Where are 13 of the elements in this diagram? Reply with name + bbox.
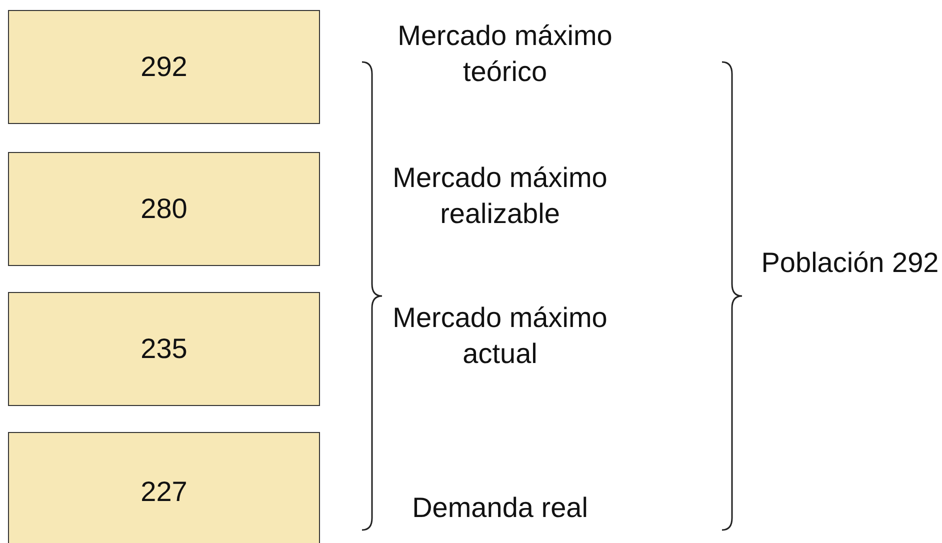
category-label: Población 292: [760, 246, 940, 280]
category-label: Mercado máximo actual: [392, 301, 608, 372]
value-text: 227: [140, 476, 188, 508]
category-label: Mercado máximo teórico: [396, 19, 614, 90]
value-text: 292: [140, 51, 188, 83]
value-text: 280: [140, 193, 188, 225]
category-label: Demanda real: [411, 491, 589, 525]
value-text: 235: [140, 333, 188, 365]
value-box: [8, 292, 320, 406]
category-label: Mercado máximo realizable: [392, 161, 608, 232]
value-box: [8, 432, 320, 543]
value-box: [8, 10, 320, 124]
value-box: [8, 152, 320, 266]
